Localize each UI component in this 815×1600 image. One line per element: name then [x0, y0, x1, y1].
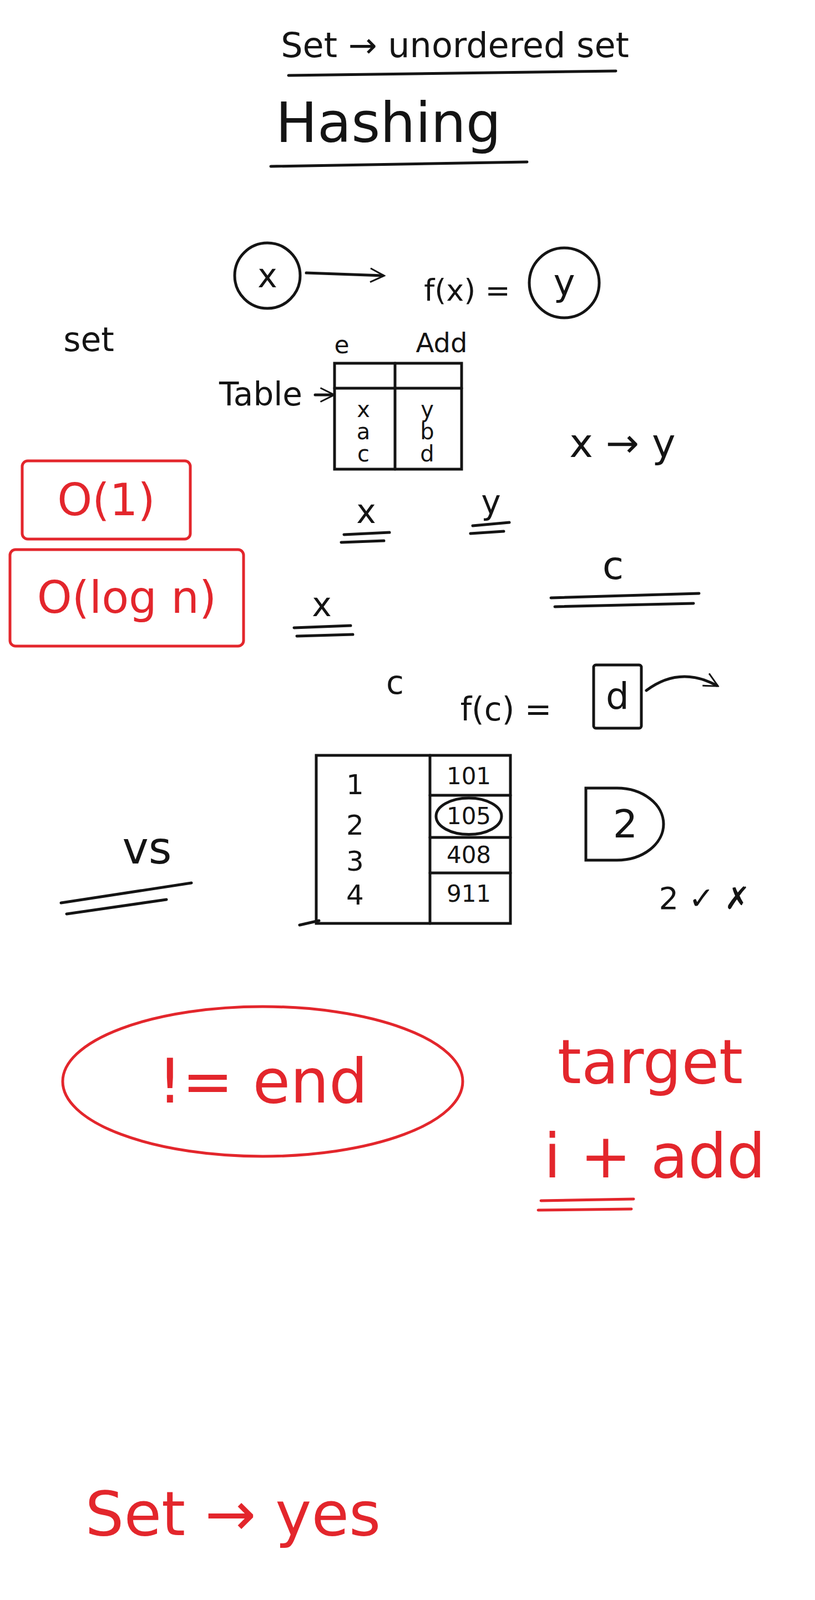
table-cell: b: [419, 419, 434, 444]
highlight-oval: 105: [434, 796, 504, 837]
note: x: [356, 493, 377, 530]
text-group: d: [605, 676, 630, 718]
note: c: [386, 665, 404, 702]
table-cell: 4: [346, 880, 364, 911]
underline: [343, 532, 390, 535]
text-group: 105: [446, 803, 491, 830]
title-text: Hashing: [275, 92, 502, 154]
table-cell: x: [356, 397, 371, 422]
table-divider: [334, 387, 462, 391]
note: target: [557, 1029, 743, 1097]
table-cell: c: [357, 441, 370, 467]
condition-oval-outline: [62, 1006, 463, 1157]
arrow: [646, 676, 717, 691]
index-table: [316, 755, 511, 924]
complexity-box-outline: [9, 549, 244, 647]
tick-mark: [299, 920, 320, 926]
key-circle-outline: [234, 243, 301, 309]
arrow: [306, 272, 383, 276]
column-header: Add: [416, 328, 468, 358]
node-text: d: [605, 676, 630, 718]
note: i + add: [543, 1123, 766, 1191]
text-group: y: [553, 262, 575, 304]
node-text: x: [257, 257, 278, 295]
underline: [61, 883, 192, 904]
underline: [66, 899, 167, 915]
underline: [540, 1199, 634, 1202]
text-group: O(1): [57, 476, 155, 525]
underline: [294, 625, 351, 629]
d-shape: 2: [583, 786, 667, 863]
table-cell: a: [356, 419, 371, 444]
node-text: y: [553, 262, 575, 304]
table-cell: y: [420, 397, 434, 422]
hash-table: [334, 363, 462, 470]
text-group: x: [257, 257, 278, 295]
table-divider: [429, 836, 511, 840]
underline: [270, 162, 528, 167]
note: Set → yes: [85, 1481, 382, 1549]
check-note: 2 ✓ ✗: [658, 881, 751, 916]
note: y: [481, 483, 501, 521]
node-text: != end: [157, 1048, 368, 1116]
table-cell: 101: [446, 763, 491, 790]
note: x: [311, 586, 332, 624]
table-cell: d: [419, 441, 434, 467]
text-group: 2: [613, 803, 639, 847]
underline: [341, 540, 384, 543]
mapping-note: x → y: [569, 421, 676, 466]
arrow: [315, 393, 333, 397]
formula: f(c) =: [460, 692, 553, 728]
d-shape-outline: [585, 788, 664, 861]
table-cell: 3: [346, 846, 364, 878]
table-divider: [393, 363, 397, 470]
complexity-box: O(1): [20, 459, 192, 541]
table-cell: 2: [346, 810, 364, 842]
underline: [550, 593, 700, 599]
column-header: e: [333, 331, 349, 359]
underline: [470, 531, 504, 534]
underline: [296, 634, 353, 637]
complexity-box-outline: [22, 461, 191, 540]
text-group: != end: [157, 1048, 368, 1116]
node-text: O(1): [57, 476, 155, 525]
underline: [538, 1209, 632, 1211]
note: c: [602, 544, 625, 588]
text-group: O(log n): [37, 573, 217, 623]
table-divider: [429, 794, 511, 798]
underline: [472, 522, 510, 526]
note: Table: [219, 377, 303, 413]
value-box: d: [591, 663, 644, 731]
complexity-box: O(log n): [8, 548, 246, 649]
node-text: 2: [613, 803, 639, 847]
value-circle-outline: [529, 247, 600, 318]
value-circle: y: [527, 246, 601, 320]
node-text: 105: [446, 803, 491, 830]
value-box-outline: [593, 665, 642, 729]
note: set: [63, 321, 115, 358]
table-cell: 911: [446, 881, 491, 908]
table-cell: 1: [346, 770, 364, 801]
node-text: O(log n): [37, 573, 217, 623]
table-cell: 408: [446, 842, 491, 869]
highlight-oval-outline: [436, 798, 502, 835]
note: vs: [122, 824, 172, 874]
table-divider: [428, 755, 432, 924]
underline: [288, 71, 616, 76]
underline: [554, 603, 694, 607]
formula: f(x) =: [423, 274, 511, 307]
heading-note: Set → unordered set: [280, 26, 630, 65]
key-circle: x: [233, 241, 302, 311]
table-divider: [429, 872, 511, 875]
condition-oval: != end: [61, 1005, 465, 1159]
